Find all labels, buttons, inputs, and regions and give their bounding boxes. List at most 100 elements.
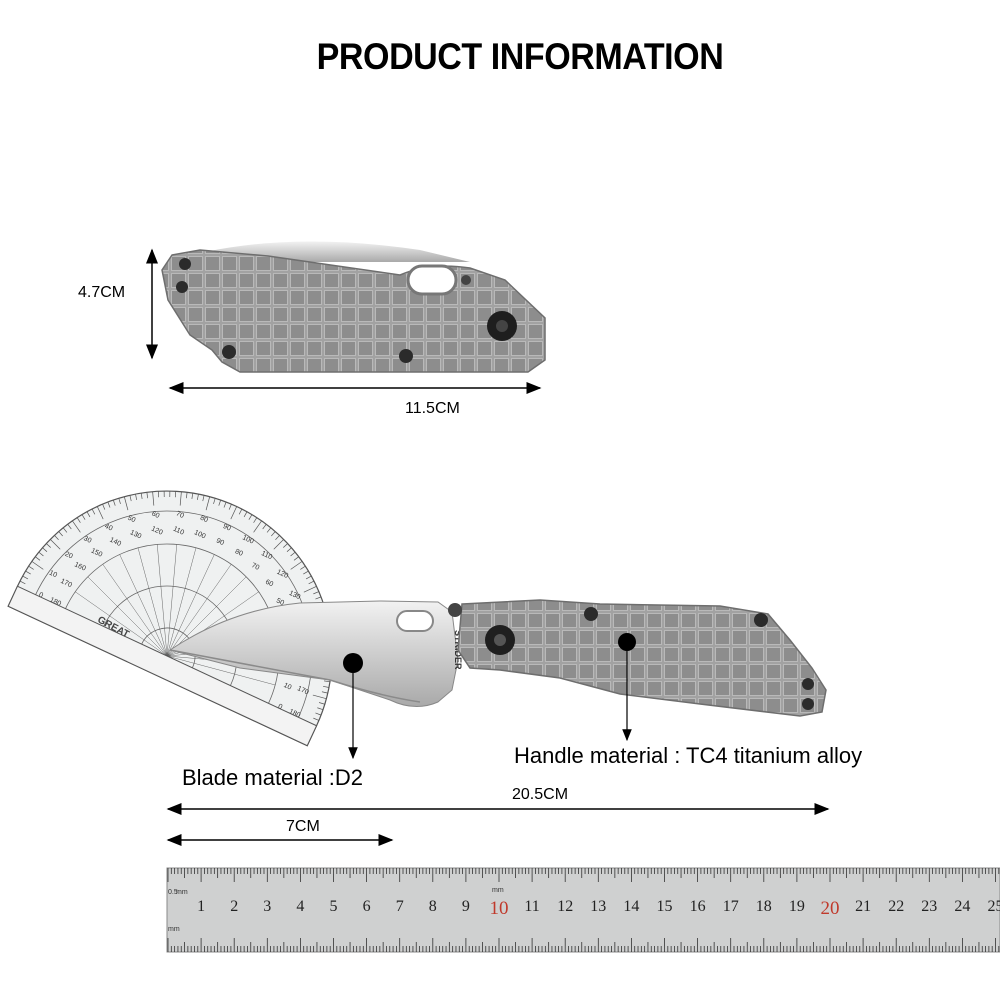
protractor-tick	[283, 543, 288, 548]
protractor-tick	[91, 508, 96, 515]
ruler-number: 8	[428, 898, 437, 915]
ruler-unit-label: mm	[492, 887, 504, 894]
protractor-tick	[140, 492, 143, 500]
closed-height-label: 4.7CM	[78, 284, 126, 301]
ruler-unit-label: 0.5	[168, 889, 178, 896]
blade-material-label: Blade material :D2	[182, 765, 363, 790]
protractor-spoke	[102, 564, 168, 657]
protractor-tick	[248, 514, 253, 520]
protractor-label: 20	[64, 551, 74, 561]
protractor-label: 60	[150, 510, 160, 520]
protractor-tick	[293, 556, 299, 561]
protractor-label: 180	[288, 708, 302, 719]
overall-length-label: 20.5CM	[512, 786, 569, 803]
protractor-tick	[102, 503, 106, 510]
protractor-label: 50	[126, 515, 136, 525]
open-blade	[168, 600, 459, 707]
ruler-number: 7	[395, 898, 404, 915]
protractor-tick	[38, 551, 44, 557]
ruler-unit-label: mm	[176, 889, 188, 896]
closed-handle	[161, 249, 546, 373]
protractor-tick	[262, 524, 267, 530]
ruler-number: 14	[623, 898, 640, 915]
screw	[802, 678, 814, 690]
protractor-tick	[42, 547, 48, 552]
ruler-number: 21	[855, 898, 872, 915]
ruler-number: 9	[461, 898, 470, 915]
protractor-tick	[191, 492, 194, 500]
protractor-label: 110	[172, 526, 185, 537]
protractor-label: 50	[275, 597, 285, 607]
protractor-tick	[318, 702, 325, 705]
protractor-tick	[271, 531, 276, 537]
protractor-tick	[213, 498, 216, 505]
protractor-label: 10	[282, 682, 292, 692]
protractor-tick	[205, 496, 211, 511]
protractor-spoke	[166, 564, 232, 657]
protractor-tick	[152, 491, 155, 506]
protractor-tick	[315, 596, 322, 600]
protractor-tick	[321, 691, 328, 694]
blade-thumb-hole	[396, 610, 434, 632]
protractor-tick	[35, 556, 41, 561]
protractor-tick	[317, 707, 324, 711]
protractor-tick	[308, 580, 315, 585]
protractor-spoke	[87, 576, 168, 657]
protractor-spoke	[157, 544, 168, 657]
protractor-tick	[315, 712, 322, 716]
screw	[461, 275, 471, 285]
protractor: 0102030405060708090100110120130140150160…	[7, 490, 333, 747]
protractor-tick	[112, 499, 116, 506]
ruler-number: 3	[263, 898, 272, 915]
protractor-label: 100	[241, 534, 255, 545]
ruler-unit-label: mm	[168, 926, 180, 933]
closed-length-label: 11.5CM	[405, 400, 460, 417]
pivot-screw-center	[496, 320, 508, 332]
protractor-tick	[313, 717, 320, 721]
protractor-tick	[266, 527, 272, 533]
protractor-tick	[273, 539, 284, 550]
protractor-tick	[163, 491, 165, 498]
protractor-label: 90	[222, 523, 232, 533]
open-pivot-center	[494, 634, 506, 646]
protractor-label: 30	[82, 535, 92, 545]
ruler-number: 19	[788, 898, 805, 915]
protractor-spoke	[166, 554, 215, 657]
protractor-tick	[323, 685, 330, 688]
protractor-label: 130	[129, 529, 143, 540]
protractor-tick	[300, 565, 306, 570]
protractor-label: 160	[73, 561, 87, 572]
ruler-number: 4	[296, 898, 305, 915]
handle-material-label: Handle material : TC4 titanium alloy	[514, 743, 863, 768]
protractor-tick	[54, 535, 59, 540]
protractor-tick	[46, 543, 51, 548]
protractor-label: 40	[103, 523, 113, 533]
protractor-label: 90	[215, 537, 225, 547]
thumb-hole	[406, 264, 458, 296]
protractor-spoke	[166, 576, 247, 657]
protractor-tick	[253, 520, 262, 533]
handle-callout-dot	[618, 633, 636, 651]
protractor-tick	[238, 508, 243, 515]
protractor-tick	[243, 511, 248, 518]
ruler-number: 24	[954, 898, 971, 915]
protractor-tick	[312, 694, 327, 700]
protractor-tick	[174, 491, 176, 498]
protractor-label: 120	[150, 525, 164, 536]
protractor-label: 170	[59, 578, 73, 589]
protractor-tick	[323, 680, 331, 683]
protractor-label: 70	[175, 510, 185, 520]
protractor-label: 150	[90, 547, 104, 558]
screw	[179, 258, 191, 270]
open-knife-image: STRIDER	[168, 599, 827, 717]
protractor-tick	[76, 517, 81, 523]
screw	[222, 345, 236, 359]
protractor-label: 110	[260, 550, 273, 561]
protractor-label: 80	[234, 548, 244, 558]
protractor-tick	[129, 495, 132, 502]
closed-knife-image	[161, 241, 546, 373]
ruler	[166, 867, 1000, 953]
ruler-number: 6	[362, 898, 371, 915]
protractor-tick	[290, 551, 296, 557]
